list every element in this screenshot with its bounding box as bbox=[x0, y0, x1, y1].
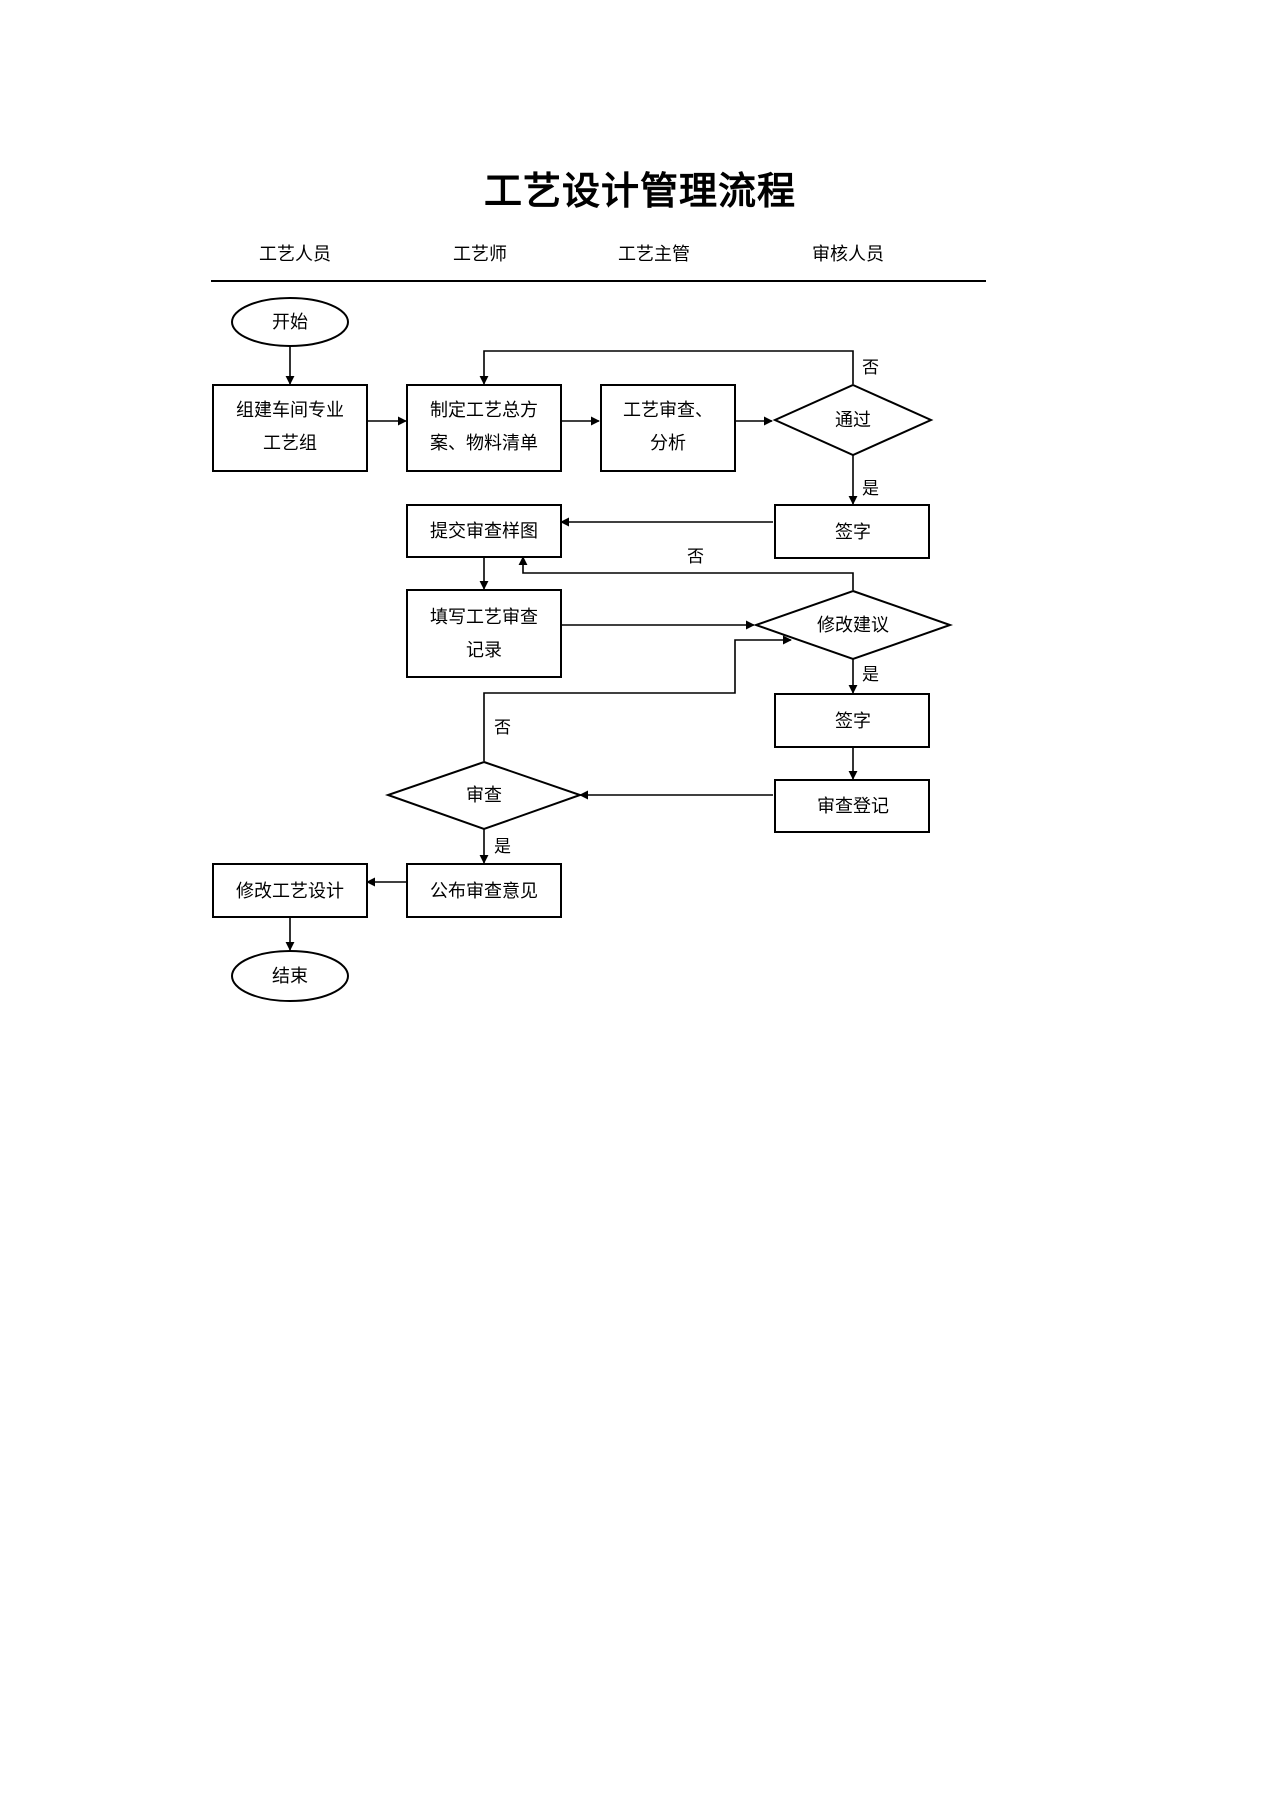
node-register-label: 审查登记 bbox=[817, 796, 889, 817]
node-form-group: 组建车间专业 工艺组 bbox=[212, 384, 368, 472]
node-make-plan-line2: 案、物料清单 bbox=[430, 433, 538, 454]
page-title: 工艺设计管理流程 bbox=[483, 168, 796, 213]
node-modify-label: 修改工艺设计 bbox=[236, 881, 344, 902]
node-submit-sample: 提交审查样图 bbox=[406, 504, 562, 558]
node-pass-decision: 通过 bbox=[772, 383, 934, 457]
node-form-group-line2: 工艺组 bbox=[263, 433, 317, 454]
node-sign2-label: 签字 bbox=[835, 711, 871, 732]
edge-pass-no-to-plan bbox=[479, 350, 854, 385]
node-start: 开始 bbox=[231, 297, 349, 347]
lane-header-reviewer: 审核人员 bbox=[812, 244, 884, 265]
label-pass-no: 否 bbox=[862, 358, 879, 378]
node-modify: 修改工艺设计 bbox=[212, 863, 368, 918]
node-suggestion-decision: 修改建议 bbox=[752, 589, 954, 661]
node-form-group-line1: 组建车间专业 bbox=[236, 400, 344, 421]
node-review-decision: 审查 bbox=[384, 760, 584, 831]
node-start-label: 开始 bbox=[272, 312, 308, 333]
label-review-no: 否 bbox=[494, 718, 511, 738]
node-submit-sample-label: 提交审查样图 bbox=[430, 521, 538, 542]
node-fill-record-line2: 记录 bbox=[466, 640, 502, 661]
node-review-analyze-line2: 分析 bbox=[650, 433, 686, 454]
node-publish: 公布审查意见 bbox=[406, 863, 562, 918]
node-sign2: 签字 bbox=[774, 693, 930, 748]
node-pass-label: 通过 bbox=[835, 410, 871, 431]
node-make-plan: 制定工艺总方 案、物料清单 bbox=[406, 384, 562, 472]
lane-header-supervisor: 工艺主管 bbox=[618, 244, 690, 265]
lane-header-engineer: 工艺师 bbox=[453, 244, 507, 265]
label-suggestion-no: 否 bbox=[687, 547, 704, 567]
node-review-analyze: 工艺审查、 分析 bbox=[600, 384, 736, 472]
edge-suggestion-no-to-submit bbox=[518, 556, 854, 590]
node-fill-record-line1: 填写工艺审查 bbox=[430, 607, 538, 628]
node-fill-record: 填写工艺审查 记录 bbox=[406, 589, 562, 678]
edges bbox=[285, 345, 858, 951]
node-publish-label: 公布审查意见 bbox=[430, 881, 538, 902]
node-review-analyze-line1: 工艺审查、 bbox=[623, 400, 713, 421]
lane-divider bbox=[211, 280, 986, 282]
node-review-label: 审查 bbox=[466, 785, 502, 806]
lane-header-craft-staff: 工艺人员 bbox=[259, 244, 331, 265]
node-make-plan-line1: 制定工艺总方 bbox=[430, 400, 538, 421]
node-end: 结束 bbox=[231, 950, 349, 1002]
node-suggestion-label: 修改建议 bbox=[817, 615, 889, 636]
label-suggestion-yes: 是 bbox=[862, 665, 879, 685]
label-review-yes: 是 bbox=[494, 837, 511, 857]
edge-review-no-to-suggestion bbox=[483, 635, 792, 761]
label-pass-yes: 是 bbox=[862, 479, 879, 499]
node-end-label: 结束 bbox=[272, 966, 308, 987]
node-register: 审查登记 bbox=[774, 779, 930, 833]
node-sign1-label: 签字 bbox=[835, 522, 871, 543]
node-sign1: 签字 bbox=[774, 504, 930, 559]
